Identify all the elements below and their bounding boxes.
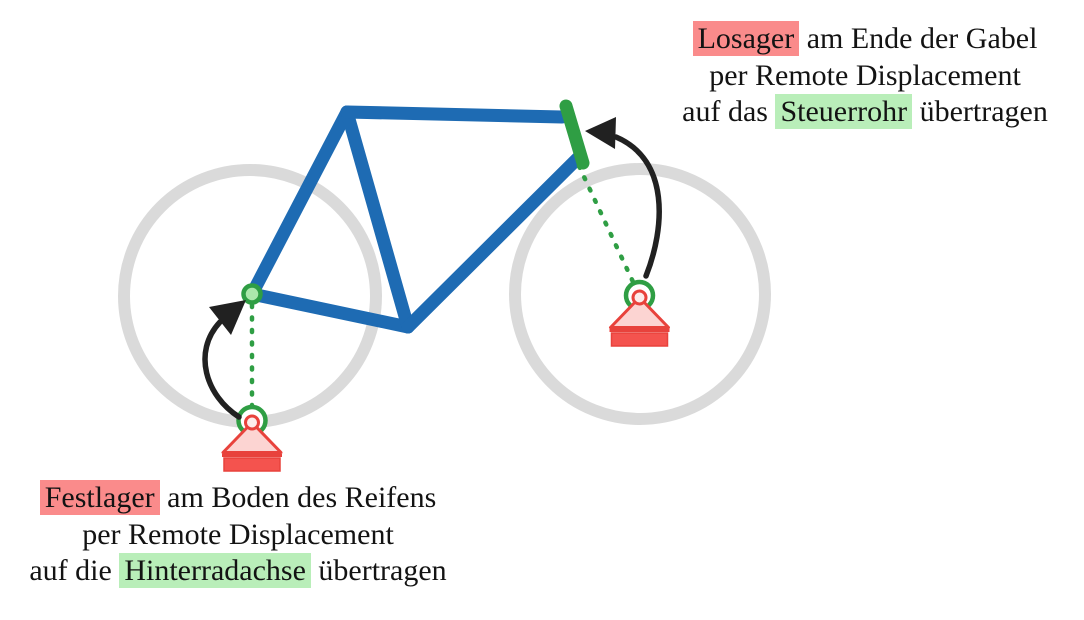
support-triangle — [221, 421, 283, 454]
annotation-line: Losager am Ende der Gabel — [654, 21, 1076, 58]
rear-fixed-support-icon — [221, 404, 283, 472]
curved-arrow-icon — [613, 134, 662, 279]
bicycle-frame — [245, 105, 585, 334]
annotation-text: am Ende der Gabel — [799, 22, 1038, 55]
support-triangle — [609, 296, 670, 329]
front-support-icon — [609, 279, 670, 347]
hinterradachse-highlight: Hinterradachse — [119, 553, 311, 588]
annotation-text: per Remote Displacement — [82, 517, 394, 551]
festlager-highlight: Festlager — [39, 480, 160, 515]
front-wheel — [509, 163, 771, 425]
steuerrohr-highlight: Steuerrohr — [775, 94, 913, 129]
arrowhead-icon — [585, 117, 616, 149]
annotation-line: per Remote Displacement — [7, 517, 469, 554]
annotation-line: per Remote Displacement — [654, 58, 1076, 95]
curved-arrow-icon — [202, 319, 242, 420]
front-remote-link-line — [576, 163, 637, 287]
annotation-text: per Remote Displacement — [709, 58, 1021, 92]
annotation-text: auf die — [29, 554, 120, 587]
support-pivot — [631, 289, 648, 306]
seat-tube — [340, 105, 415, 334]
annotation-text: übertragen — [912, 95, 1048, 128]
front-bearing-annotation: Losager am Ende der Gabel per Remote Dis… — [654, 21, 1076, 131]
down-tube — [401, 151, 585, 334]
chain-stay-tube — [245, 287, 415, 334]
annotation-text: am Boden des Reifens — [159, 481, 437, 514]
seat-stay-tube — [245, 105, 354, 301]
support-ground-block — [610, 332, 669, 347]
rear-support-arrow-icon — [202, 300, 246, 420]
rear-bearing-annotation: Festlager am Boden des Reifens per Remot… — [7, 480, 469, 590]
arrowhead-icon — [209, 300, 246, 335]
annotation-line: Festlager am Boden des Reifens — [7, 480, 469, 517]
annotation-line: auf die Hinterradachse übertragen — [7, 553, 469, 590]
annotation-line: auf das Steuerrohr übertragen — [654, 94, 1076, 131]
annotation-text: übertragen — [310, 554, 447, 587]
annotation-text: auf das — [682, 95, 776, 128]
steerer-tube-marker — [559, 99, 590, 170]
support-ground-block — [223, 457, 281, 472]
rear-axle-marker — [241, 283, 263, 305]
top-tube — [340, 105, 569, 124]
support-pivot — [244, 414, 260, 431]
front-support-arrow-icon — [585, 117, 662, 279]
loslager-highlight: Losager — [692, 21, 800, 56]
